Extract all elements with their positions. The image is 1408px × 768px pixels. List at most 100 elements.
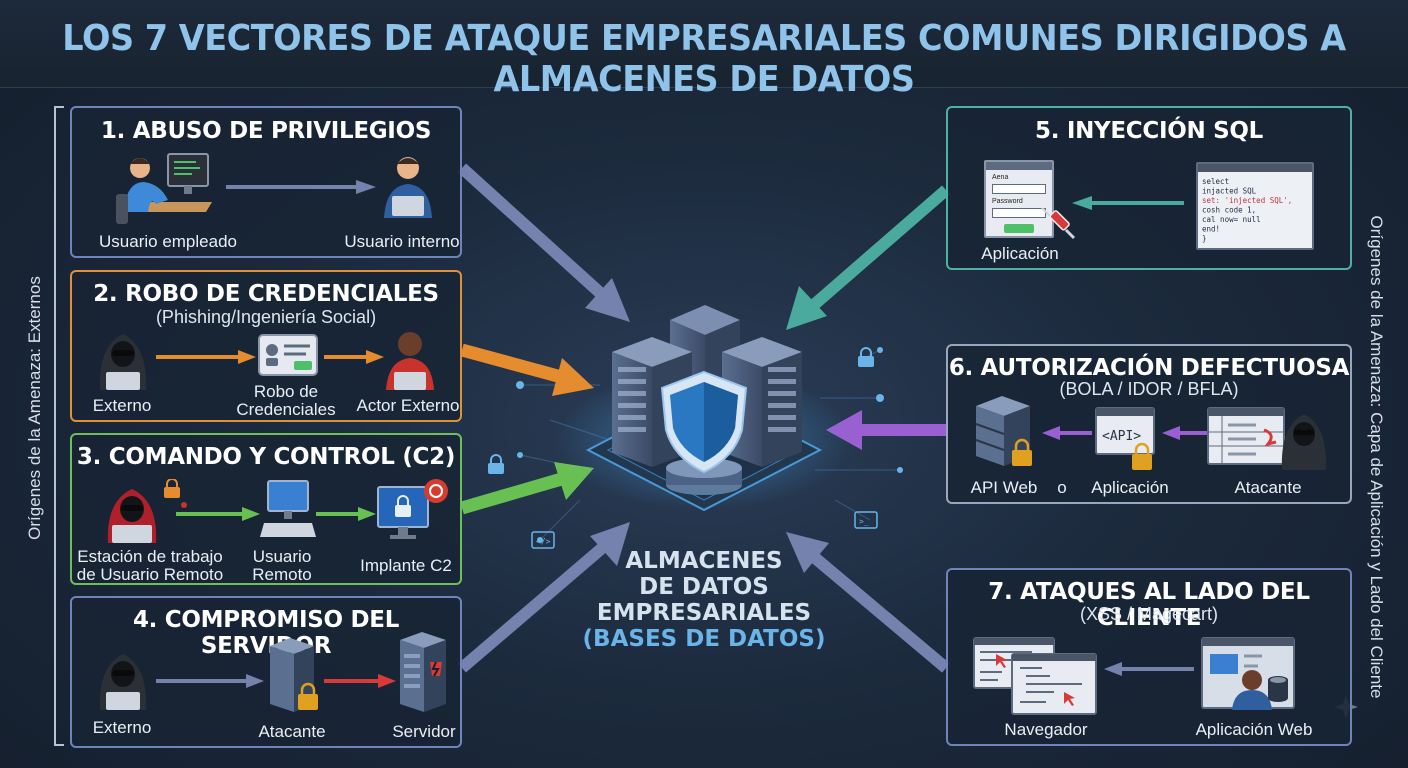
- credential-card-icon: [258, 334, 318, 376]
- label-web-api: API Web: [970, 478, 1038, 497]
- arrow-2: [460, 343, 594, 396]
- left-bracket: [54, 106, 64, 746]
- server-icon: [975, 396, 1032, 466]
- code-line: select: [1202, 177, 1229, 186]
- web-app-icon: [1201, 637, 1295, 710]
- arrow-7: [786, 532, 950, 673]
- panel-title: 1. ABUSO DE PRIVILEGIOS: [100, 118, 432, 144]
- panel-credential-theft: 2. ROBO DE CREDENCIALES (Phishing/Ingeni…: [70, 270, 462, 422]
- panel-broken-authorization: 6. AUTORIZACIÓN DEFECTUOSA (BOLA / IDOR …: [946, 344, 1352, 504]
- form-label-name: Aena: [992, 174, 1009, 181]
- server-icon: [270, 638, 318, 712]
- panel-title: 6. AUTORIZACIÓN DEFECTUOSA: [948, 355, 1350, 381]
- lock-icon: [1132, 442, 1152, 470]
- code-window-icon: </>: [531, 531, 555, 549]
- lock-icon: [858, 347, 874, 367]
- label-application: Aplicación: [1091, 478, 1169, 497]
- panel-sql-injection: 5. INYECCIÓN SQL Aena Password select in…: [946, 106, 1352, 270]
- side-label-left: Orígenes de la Amenaza: Externos: [25, 276, 44, 540]
- svg-text:>_: >_: [859, 517, 869, 526]
- terminal-icon: >_: [854, 511, 878, 529]
- panel-title: 3. COMANDO Y CONTROL (C2): [76, 444, 456, 470]
- label-browser: Navegador: [1004, 720, 1088, 739]
- api-icon: <API>: [1095, 407, 1155, 470]
- center-line-1: ALMACENES: [625, 548, 783, 574]
- code-line: cal now= null: [1202, 215, 1261, 224]
- code-line: injacted SQL: [1202, 187, 1257, 196]
- panel-subtitle: (Phishing/Ingeniería Social): [155, 307, 377, 327]
- remote-hacker-icon: [107, 479, 187, 543]
- panel-title: 5. INYECCIÓN SQL: [1034, 118, 1264, 144]
- side-label-right: Orígenes de la Amenaza: Capa de Aplicaci…: [1367, 215, 1386, 699]
- svg-text:<API>: <API>: [1102, 429, 1141, 444]
- code-snippet: select injacted SQL set: 'injected SQL',…: [1202, 177, 1292, 243]
- computer-icon: [260, 480, 316, 537]
- code-line: cosh code 1,: [1202, 206, 1256, 215]
- hacker-icon: [99, 654, 147, 710]
- external-actor-icon: [386, 332, 434, 390]
- label-attacker: Atacante: [258, 722, 326, 741]
- arrow-4: [458, 522, 630, 673]
- label-remote-user-1: Usuario: [252, 547, 312, 566]
- center-line-4: (BASES DE DATOS): [582, 626, 826, 652]
- arrow-api-to-server: [1042, 426, 1092, 440]
- panel-subtitle: (BOLA / IDOR / BFLA): [1059, 379, 1239, 399]
- label-workstation-1: Estación de trabajo: [77, 547, 223, 566]
- code-line: set: 'injected SQL',: [1202, 196, 1292, 205]
- compromised-server-icon: [400, 632, 446, 712]
- lock-icon: [164, 479, 180, 498]
- browser-window-icon: [973, 637, 1097, 715]
- label-employee-user: Usuario empleado: [99, 232, 237, 251]
- arrow-employee-to-internal: [226, 180, 376, 194]
- arrow-workstation-to-user: [176, 507, 260, 521]
- label-workstation-2: de Usuario Remoto: [76, 565, 224, 584]
- internal-user-icon: [384, 157, 432, 218]
- panel-command-control: 3. COMANDO Y CONTROL (C2) Estación de tr…: [70, 433, 462, 585]
- title-bar: LOS 7 VECTORES DE ATAQUE EMPRESARIALES C…: [0, 0, 1408, 100]
- arrow-attacker-to-server: [324, 674, 396, 688]
- label-c2-implant: Implante C2: [360, 556, 452, 575]
- panel-title: 2. ROBO DE CREDENCIALES: [93, 281, 439, 307]
- login-form-icon: Aena Password: [984, 160, 1054, 238]
- label-attacker: Atacante: [1234, 478, 1302, 497]
- lock-icon: [488, 454, 504, 474]
- code-window-icon: select injacted SQL set: 'injected SQL',…: [1196, 162, 1314, 250]
- lock-icon: [1012, 438, 1032, 466]
- arrow-card-to-actor: [324, 350, 384, 364]
- hacker-records-icon: [1207, 407, 1327, 470]
- label-remote-user-2: Remoto: [252, 565, 312, 584]
- arrow-user-to-implant: [316, 507, 376, 521]
- label-application: Aplicación: [981, 244, 1059, 263]
- panel-client-side-attacks: 7. ATAQUES AL LADO DEL CLIENTE (XSS / Ma…: [946, 568, 1352, 746]
- employee-icon: [116, 153, 212, 224]
- label-credential-theft-2: Credenciales: [236, 400, 336, 419]
- arrow-1: [457, 163, 630, 322]
- syringe-icon: [1041, 207, 1076, 240]
- center-line-2: DE DATOS: [639, 574, 769, 600]
- arrow-5: [786, 185, 950, 330]
- svg-text:</>: </>: [536, 537, 551, 546]
- c2-monitor-icon: [377, 479, 448, 539]
- panel-subtitle: (XSS / Magecart): [1079, 604, 1219, 624]
- lock-icon: [298, 682, 318, 710]
- label-web-application: Aplicación Web: [1195, 720, 1313, 739]
- label-external: Externo: [92, 396, 152, 415]
- label-external: Externo: [92, 718, 152, 737]
- arrow-external-to-attacker: [156, 674, 264, 688]
- arrow-hacker-to-card: [156, 350, 256, 364]
- page-title: LOS 7 VECTORES DE ATAQUE EMPRESARIALES C…: [62, 18, 1346, 100]
- shield-icon: [660, 370, 748, 474]
- form-label-password: Password: [992, 198, 1023, 205]
- panel-title: 7. ATAQUES AL LADO DEL CLIENTE: [988, 579, 1310, 631]
- label-credential-theft-1: Robo de: [253, 382, 319, 401]
- code-line: }: [1202, 234, 1207, 243]
- hacker-icon: [99, 334, 147, 390]
- code-line: end!: [1202, 225, 1220, 234]
- label-internal-user: Usuario interno: [344, 232, 460, 251]
- panel-server-compromise: 4. COMPROMISO DEL SERVIDOR Externo Ataca…: [70, 596, 462, 748]
- center-line-3: EMPRESARIALES: [596, 600, 812, 626]
- label-or: o: [1057, 478, 1067, 497]
- arrow-webapp-to-browser: [1104, 662, 1194, 676]
- label-external-actor: Actor Externo: [356, 396, 460, 415]
